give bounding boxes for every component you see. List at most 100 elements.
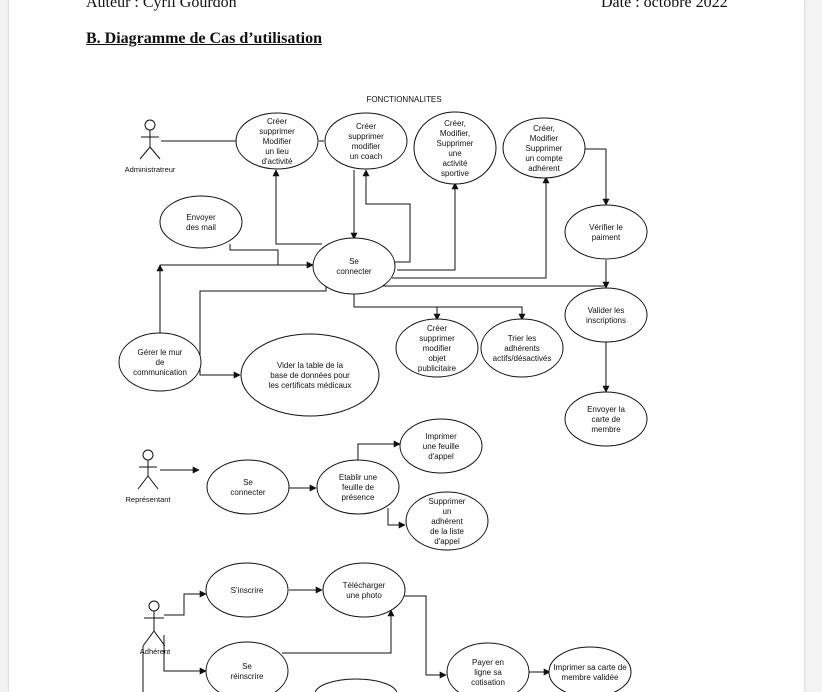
use-case-ellipse: [502, 117, 586, 179]
use-case-label: membre: [591, 425, 621, 434]
use-case-label: adhérents: [504, 344, 540, 353]
use-case-label: actifs/désactivés: [493, 354, 552, 363]
use-case-label: réinscrire: [231, 672, 264, 681]
use-case-ellipse: [324, 112, 408, 170]
use-case-label: Vider la table de la: [277, 361, 344, 370]
use-case-ellipse: [480, 318, 564, 378]
frame-title: FONCTIONNALITES: [366, 95, 441, 104]
use-case-ellipse: [118, 332, 202, 392]
use-case-label: Trier les: [508, 334, 537, 343]
link-mail-connect: [229, 244, 279, 265]
actor-admin-label: Administratreur: [125, 165, 176, 174]
use-case-label: inscriptions: [586, 316, 626, 325]
use-case-label: Gérer le mur: [138, 348, 183, 357]
use-case-label: d'appel: [428, 452, 454, 461]
use-case-label: Supprimer: [429, 497, 466, 506]
use-case-ellipse: [405, 491, 489, 551]
use-case-label: connecter: [230, 488, 265, 497]
use-case-ellipse: [316, 459, 400, 515]
link-reinscrire-photo: [282, 609, 395, 654]
use-case-ellipse: [548, 646, 632, 692]
use-case-label: carte de: [592, 415, 621, 424]
header-date: Date : octobre 2022: [601, 0, 728, 11]
link-connect-vider: [199, 284, 327, 379]
use-case-label: Créer: [427, 324, 447, 333]
use-case-label: cotisation: [471, 678, 505, 687]
use-case-label: modifier: [423, 344, 452, 353]
use-case-ellipse: [205, 641, 289, 692]
actor-adh-figure: [142, 600, 166, 692]
use-case-label: supprimer: [259, 127, 295, 136]
link-adh-reinscrire: [163, 635, 207, 675]
link-connect-compte: [392, 176, 550, 279]
use-case-label: base de données pour: [270, 371, 350, 380]
link-adh-inscrire: [164, 590, 207, 616]
use-case-label: d'appel: [434, 537, 460, 546]
use-case-label: Imprimer: [425, 432, 457, 441]
use-case-label: connecter: [336, 267, 371, 276]
use-case-label: Envoyer la: [587, 405, 625, 414]
use-case-label: Se: [242, 662, 252, 671]
link-photo-payer: [403, 595, 447, 679]
use-case-label: paiment: [592, 233, 621, 242]
use-case-activite: Créer,Modifier,Supprimeruneactivitésport…: [413, 111, 497, 185]
use-case-label: Créer,: [444, 119, 466, 128]
use-case-ellipse: [240, 333, 380, 417]
use-case-label: une photo: [346, 591, 382, 600]
use-case-label: Envoyer: [186, 213, 216, 222]
use-case-label: Vérifier le: [589, 223, 623, 232]
link-connect-lieu: [272, 169, 322, 245]
use-case-ellipse: [159, 195, 243, 249]
use-case-label: une feuille: [423, 442, 460, 451]
use-case-label: adhérent: [431, 517, 463, 526]
use-case-label: S'inscrire: [231, 586, 264, 595]
use-case-ellipse: [206, 459, 290, 515]
use-case-label: Payer en: [472, 658, 504, 667]
use-case-ellipse: [235, 112, 319, 170]
use-case-label: un coach: [350, 152, 382, 161]
use-case-ellipse: [413, 111, 497, 185]
use-case-ellipse: [564, 204, 648, 260]
use-case-label: des mail: [186, 223, 216, 232]
link-connect-pub: [353, 292, 441, 321]
use-case-label: un: [443, 507, 452, 516]
use-case-ellipse: [395, 318, 479, 378]
actor-rep-figure: [137, 449, 159, 490]
use-case-inscrire: S'inscrire: [205, 562, 289, 618]
use-case-ellipse: [399, 418, 483, 474]
use-case-label: ligne sa: [474, 668, 502, 677]
use-case-label: publicitaire: [418, 364, 457, 373]
use-case-ellipse: [205, 562, 289, 618]
use-case-label: un compte: [525, 154, 563, 163]
link-connect-coach-back: [362, 169, 411, 263]
header-author: Auteur : Cyril Gourdon: [86, 0, 237, 11]
use-case-label: modifier: [352, 142, 381, 151]
use-case-label: un lieu: [265, 147, 289, 156]
link-connect-trier: [437, 306, 526, 321]
link-presence-imprappel: [357, 440, 401, 460]
use-case-label: d'activité: [262, 157, 293, 166]
use-case-label: supprimer: [348, 132, 384, 141]
use-case-label: adhérent: [528, 164, 560, 173]
actor-adh-label: Adhérent: [140, 647, 171, 656]
use-case-label: activité: [443, 159, 468, 168]
use-case-label: objet: [428, 354, 446, 363]
use-case-ellipse: [312, 237, 396, 295]
use-case-label: présence: [342, 493, 375, 502]
